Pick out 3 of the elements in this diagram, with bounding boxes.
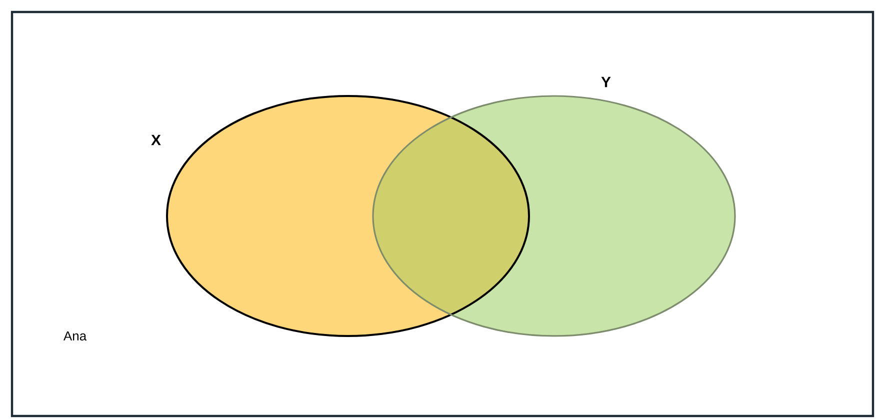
set-label: Ana [63,331,87,341]
set-label: X [151,134,161,146]
set-label: Y [601,76,611,88]
